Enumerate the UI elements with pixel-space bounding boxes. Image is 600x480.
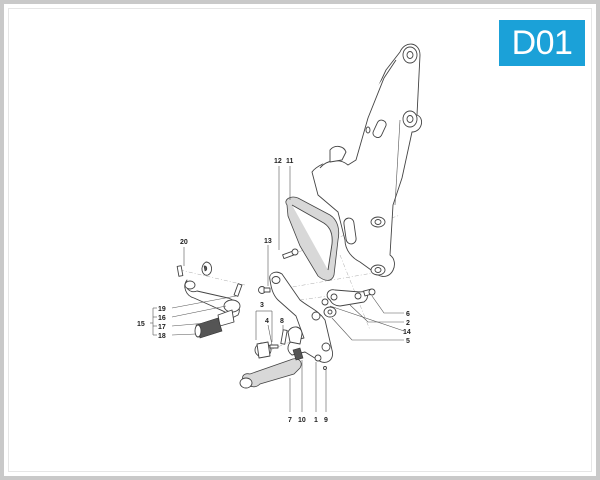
part-labels: 20 15 19 16 17 18 12 11 13 3 4 8 6 2 14 … xyxy=(137,158,411,424)
label-12: 12 xyxy=(274,158,282,165)
brake-pedal-assembly xyxy=(239,347,327,389)
label-4: 4 xyxy=(265,318,269,325)
label-1: 1 xyxy=(314,417,318,424)
label-5: 5 xyxy=(406,338,410,345)
heel-guard-screw xyxy=(282,248,299,260)
label-9: 9 xyxy=(324,417,328,424)
label-18: 18 xyxy=(158,333,166,340)
label-7: 7 xyxy=(288,417,292,424)
gear-lever-assembly xyxy=(176,261,243,339)
label-14: 14 xyxy=(403,329,411,336)
label-20: 20 xyxy=(180,239,188,246)
label-2: 2 xyxy=(406,320,410,327)
label-8: 8 xyxy=(280,318,284,325)
footpeg-assembly xyxy=(254,326,303,359)
lever-bolt xyxy=(258,286,271,294)
label-10: 10 xyxy=(298,417,306,424)
label-19: 19 xyxy=(158,306,166,313)
label-13: 13 xyxy=(264,238,272,245)
label-3: 3 xyxy=(260,302,264,309)
diagram-code-badge: D01 xyxy=(499,20,585,66)
label-17: 17 xyxy=(158,324,166,331)
label-6: 6 xyxy=(406,311,410,318)
label-16: 16 xyxy=(158,315,166,322)
main-frame-bracket xyxy=(311,43,423,277)
linkage-assembly xyxy=(321,288,376,318)
frame-inner-border xyxy=(8,8,592,472)
leader-lines xyxy=(150,166,405,412)
heel-guard xyxy=(285,196,340,281)
footrest-bracket xyxy=(269,271,334,363)
label-15: 15 xyxy=(137,321,145,328)
label-11: 11 xyxy=(286,158,294,165)
